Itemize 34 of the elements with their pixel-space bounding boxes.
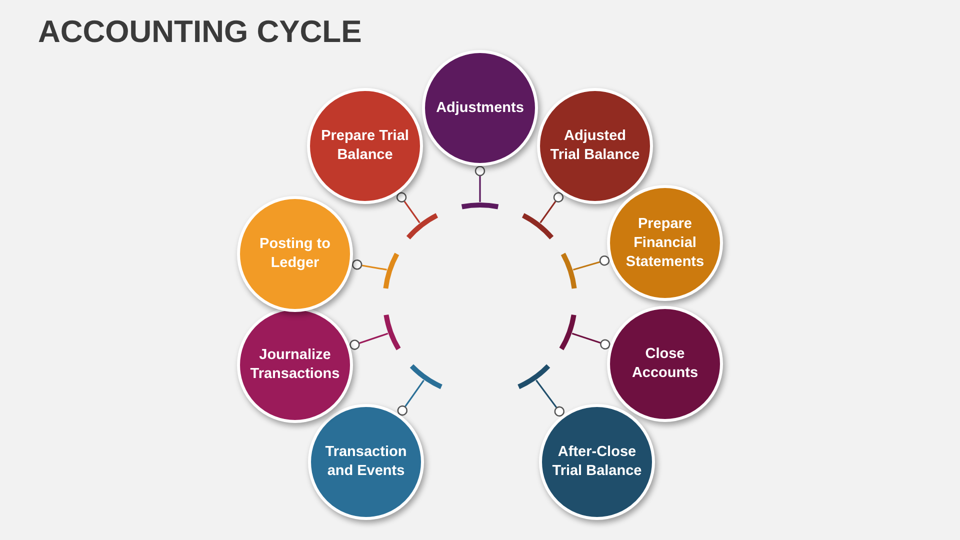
leader-line <box>572 255 610 270</box>
arc-segment <box>384 314 401 350</box>
arc-segment <box>559 314 576 350</box>
leader-line <box>352 259 387 270</box>
arc-segment <box>518 364 550 390</box>
arc-segment <box>383 252 400 289</box>
arc-segment <box>522 213 554 240</box>
node-label: Posting to Ledger <box>258 235 332 273</box>
circle-node <box>422 50 538 166</box>
arc-segment <box>406 213 438 240</box>
leader-line <box>350 332 388 350</box>
node-label: Close Accounts <box>630 345 700 383</box>
leader-line <box>397 380 424 416</box>
circle-node <box>308 404 424 520</box>
circle-node <box>237 307 353 423</box>
node-label: Transaction and Events <box>324 443 408 481</box>
circle-node <box>237 196 353 312</box>
node-label: Prepare Financial Statements <box>624 214 706 272</box>
circle-node <box>607 185 723 301</box>
arc-segment <box>410 364 442 390</box>
leader-line <box>572 332 610 350</box>
leader-line <box>536 380 565 417</box>
arc-segment <box>462 202 498 210</box>
node-label: Prepare Trial Balance <box>320 127 410 165</box>
circle-node <box>537 88 653 204</box>
title: ACCOUNTING CYCLE <box>38 14 362 50</box>
leader-line <box>474 166 486 202</box>
circle-node <box>539 404 655 520</box>
node-label: Journalize Transactions <box>249 346 341 384</box>
arc-segment <box>560 252 577 289</box>
node-label: Adjusted Trial Balance <box>549 127 641 165</box>
node-label: After-Close Trial Balance <box>551 443 643 481</box>
node-label: Adjustments <box>435 98 525 118</box>
leader-line <box>540 192 564 224</box>
